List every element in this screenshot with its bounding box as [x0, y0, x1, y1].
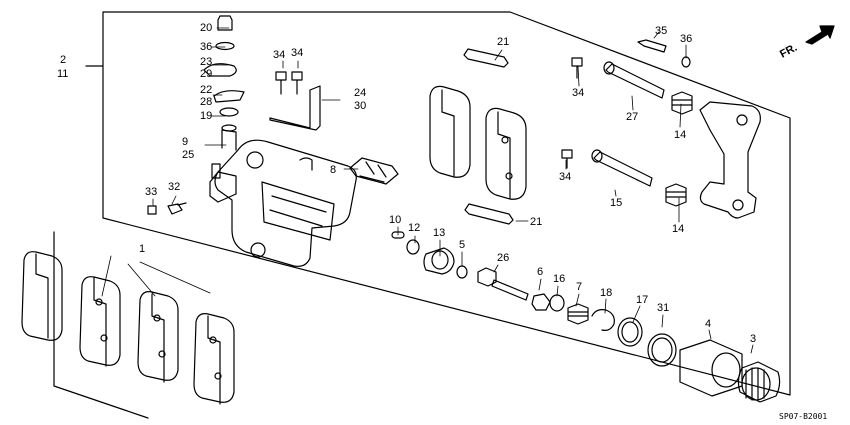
callout-19: 19 [200, 110, 213, 122]
mounting-bracket [699, 101, 761, 219]
callout-34: 34 [572, 87, 585, 99]
callout-28: 28 [200, 96, 213, 108]
callout-36: 36 [680, 33, 693, 45]
callout-32: 32 [168, 181, 181, 193]
callout-24: 24 [354, 87, 367, 99]
callout-4: 4 [705, 318, 712, 330]
callout-2: 2 [60, 54, 67, 66]
callout-26: 26 [497, 252, 510, 264]
callout-21: 21 [530, 216, 543, 228]
assembly-outline [53, 11, 791, 419]
callout-31: 31 [657, 302, 670, 314]
pad-retainers [349, 48, 514, 225]
callout-34: 34 [559, 171, 572, 183]
caliper-body [214, 139, 357, 267]
callout-14: 14 [672, 223, 685, 235]
callout-27: 27 [626, 111, 639, 123]
callout-23: 23 [200, 56, 213, 68]
callout-34: 34 [291, 47, 304, 59]
callout-8: 8 [330, 164, 337, 176]
callout-21: 21 [497, 36, 510, 48]
callout-29: 29 [200, 68, 213, 80]
callout-3: 3 [750, 333, 757, 345]
callout-9: 9 [182, 136, 189, 148]
lever-parts [203, 15, 245, 203]
callout-1: 1 [139, 243, 146, 255]
callout-5: 5 [459, 239, 466, 251]
direction-arrow-icon [805, 25, 835, 45]
bolts [147, 39, 691, 215]
drawing-code: SP07-B2001 [779, 412, 828, 421]
callout-16: 16 [553, 273, 566, 285]
callout-36: 36 [200, 41, 213, 53]
callout-11: 11 [57, 68, 69, 80]
callout-10: 10 [389, 214, 402, 226]
callout-13: 13 [433, 227, 446, 239]
callout-12: 12 [408, 222, 421, 234]
callout-17: 17 [636, 294, 649, 306]
callout-34: 34 [273, 49, 286, 61]
brake-pad-set [21, 251, 235, 405]
callout-15: 15 [610, 197, 623, 209]
callout-22: 22 [200, 84, 213, 96]
inner-pads [429, 85, 527, 200]
callout-7: 7 [576, 281, 583, 293]
callout-30: 30 [354, 100, 367, 112]
callout-18: 18 [600, 287, 613, 299]
callout-25: 25 [182, 149, 195, 161]
callout-20: 20 [200, 22, 213, 34]
callout-33: 33 [145, 186, 158, 198]
guide-pins [591, 61, 693, 207]
piston-parts [391, 231, 781, 403]
callout-6: 6 [537, 266, 544, 278]
callout-14: 14 [674, 129, 687, 141]
callout-35: 35 [655, 25, 668, 37]
